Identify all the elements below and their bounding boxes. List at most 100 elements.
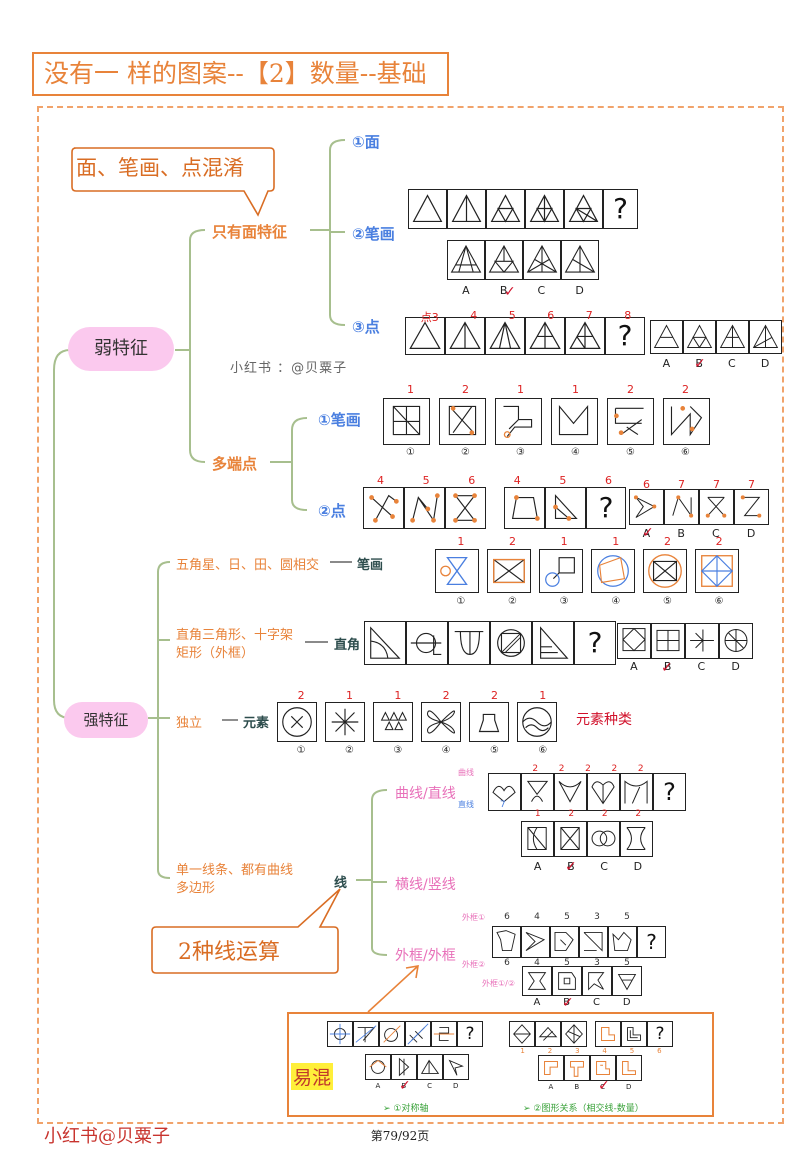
option-figure[interactable] bbox=[612, 966, 642, 996]
option-figure[interactable] bbox=[651, 623, 685, 659]
option-figure[interactable] bbox=[664, 489, 699, 525]
option-figure[interactable] bbox=[564, 1055, 590, 1081]
outer-frame-label: 外框/外框 bbox=[395, 948, 456, 964]
num: 6 bbox=[604, 474, 612, 487]
cap: ① bbox=[296, 745, 306, 756]
note-symmetry: ➢ ①对称轴 bbox=[383, 1101, 428, 1114]
num: 6 bbox=[643, 478, 650, 491]
curve-bottom-number: 7 bbox=[500, 800, 506, 810]
option-figure[interactable] bbox=[590, 1055, 616, 1081]
option-figure[interactable] bbox=[443, 1054, 469, 1080]
num: 1 bbox=[534, 809, 541, 819]
question-mark: ? bbox=[647, 1021, 673, 1047]
note-relation: ➢ ②图形关系（相交线-数量） bbox=[523, 1101, 644, 1114]
option-figure[interactable] bbox=[447, 240, 485, 280]
answer-check: ✓ bbox=[399, 1078, 411, 1094]
line-figure bbox=[405, 1021, 431, 1047]
answer-check: ✓ bbox=[565, 859, 577, 875]
option-figure[interactable] bbox=[719, 623, 753, 659]
tri-figure bbox=[485, 317, 525, 355]
line-figure bbox=[379, 1021, 405, 1047]
option-figure[interactable] bbox=[716, 320, 749, 354]
num: 2 bbox=[637, 764, 644, 774]
multi-stroke-label: ①笔画 bbox=[318, 411, 361, 429]
option-figure[interactable] bbox=[650, 320, 683, 354]
cap: ② bbox=[345, 745, 354, 756]
option-figure[interactable] bbox=[620, 821, 653, 857]
shape-figure bbox=[490, 621, 532, 665]
option-figure[interactable] bbox=[554, 821, 587, 857]
callout-confuse: 面、笔画、点混淆 bbox=[76, 156, 244, 180]
easy-confuse-label: 易混 bbox=[291, 1063, 334, 1090]
num: 4 bbox=[377, 474, 384, 487]
option-figure[interactable] bbox=[485, 240, 523, 280]
num: 2 bbox=[508, 535, 516, 548]
line-figure bbox=[495, 398, 542, 445]
shape-figure bbox=[421, 702, 461, 742]
line-figure bbox=[535, 1021, 561, 1047]
stroke-options bbox=[447, 240, 599, 280]
answer-check: ✓ bbox=[661, 660, 673, 676]
cap: ⑥ bbox=[714, 596, 724, 607]
shape-figure bbox=[487, 549, 531, 593]
line-figure bbox=[550, 926, 579, 958]
option-figure[interactable] bbox=[538, 1055, 564, 1081]
option-figure[interactable] bbox=[749, 320, 782, 354]
opt-c: C bbox=[697, 660, 706, 673]
num: 1 bbox=[407, 383, 414, 396]
line-figure bbox=[327, 1021, 353, 1047]
num: 7 bbox=[748, 478, 755, 491]
option-figure[interactable] bbox=[617, 623, 651, 659]
relation-options bbox=[538, 1055, 642, 1081]
opt-b: B bbox=[563, 997, 571, 1008]
num: 3 bbox=[575, 1047, 580, 1055]
relation-row-a bbox=[509, 1021, 587, 1047]
num: 5 bbox=[629, 1047, 635, 1055]
option-figure[interactable] bbox=[699, 489, 734, 525]
opt-b: B bbox=[567, 860, 575, 873]
opt-b: B bbox=[499, 284, 508, 297]
watermark: 小红书 ：@贝粟子 bbox=[230, 361, 348, 376]
line-figure bbox=[363, 487, 404, 529]
option-figure[interactable] bbox=[734, 489, 769, 525]
opt-c: C bbox=[592, 997, 600, 1008]
strong-row3-tag: 元素 bbox=[243, 716, 270, 731]
cap: ④ bbox=[571, 447, 580, 458]
option-figure[interactable] bbox=[365, 1054, 391, 1080]
question-mark: ? bbox=[603, 189, 638, 229]
point-options bbox=[650, 320, 782, 354]
num: 1 bbox=[560, 535, 568, 548]
option-figure[interactable] bbox=[629, 489, 664, 525]
element-kind-note: 元素种类 bbox=[576, 712, 632, 728]
option-figure[interactable] bbox=[391, 1054, 417, 1080]
option-figure[interactable] bbox=[683, 320, 716, 354]
cap: ⑥ bbox=[681, 447, 690, 458]
num: 7 bbox=[713, 478, 720, 491]
num: 2 bbox=[627, 383, 634, 396]
face-label: ①面 bbox=[352, 133, 380, 151]
opt-b: B bbox=[401, 1082, 407, 1090]
option-figure[interactable] bbox=[523, 240, 561, 280]
answer-check: ✓ bbox=[504, 284, 516, 300]
opt-c: C bbox=[427, 1082, 433, 1090]
option-figure[interactable] bbox=[685, 623, 719, 659]
option-figure[interactable] bbox=[582, 966, 612, 996]
cap: ③ bbox=[516, 447, 525, 458]
stroke-question-row: ? bbox=[408, 189, 638, 229]
option-figure[interactable] bbox=[522, 966, 552, 996]
frame-row: ? bbox=[492, 926, 668, 958]
option-figure[interactable] bbox=[587, 821, 620, 857]
option-figure[interactable] bbox=[521, 821, 554, 857]
tri-figure bbox=[525, 189, 564, 229]
num: 4 bbox=[513, 474, 521, 487]
option-figure[interactable] bbox=[616, 1055, 642, 1081]
option-figure[interactable] bbox=[552, 966, 582, 996]
option-figure[interactable] bbox=[417, 1054, 443, 1080]
stroke-label: ②笔画 bbox=[352, 225, 395, 243]
option-figure[interactable] bbox=[561, 240, 599, 280]
